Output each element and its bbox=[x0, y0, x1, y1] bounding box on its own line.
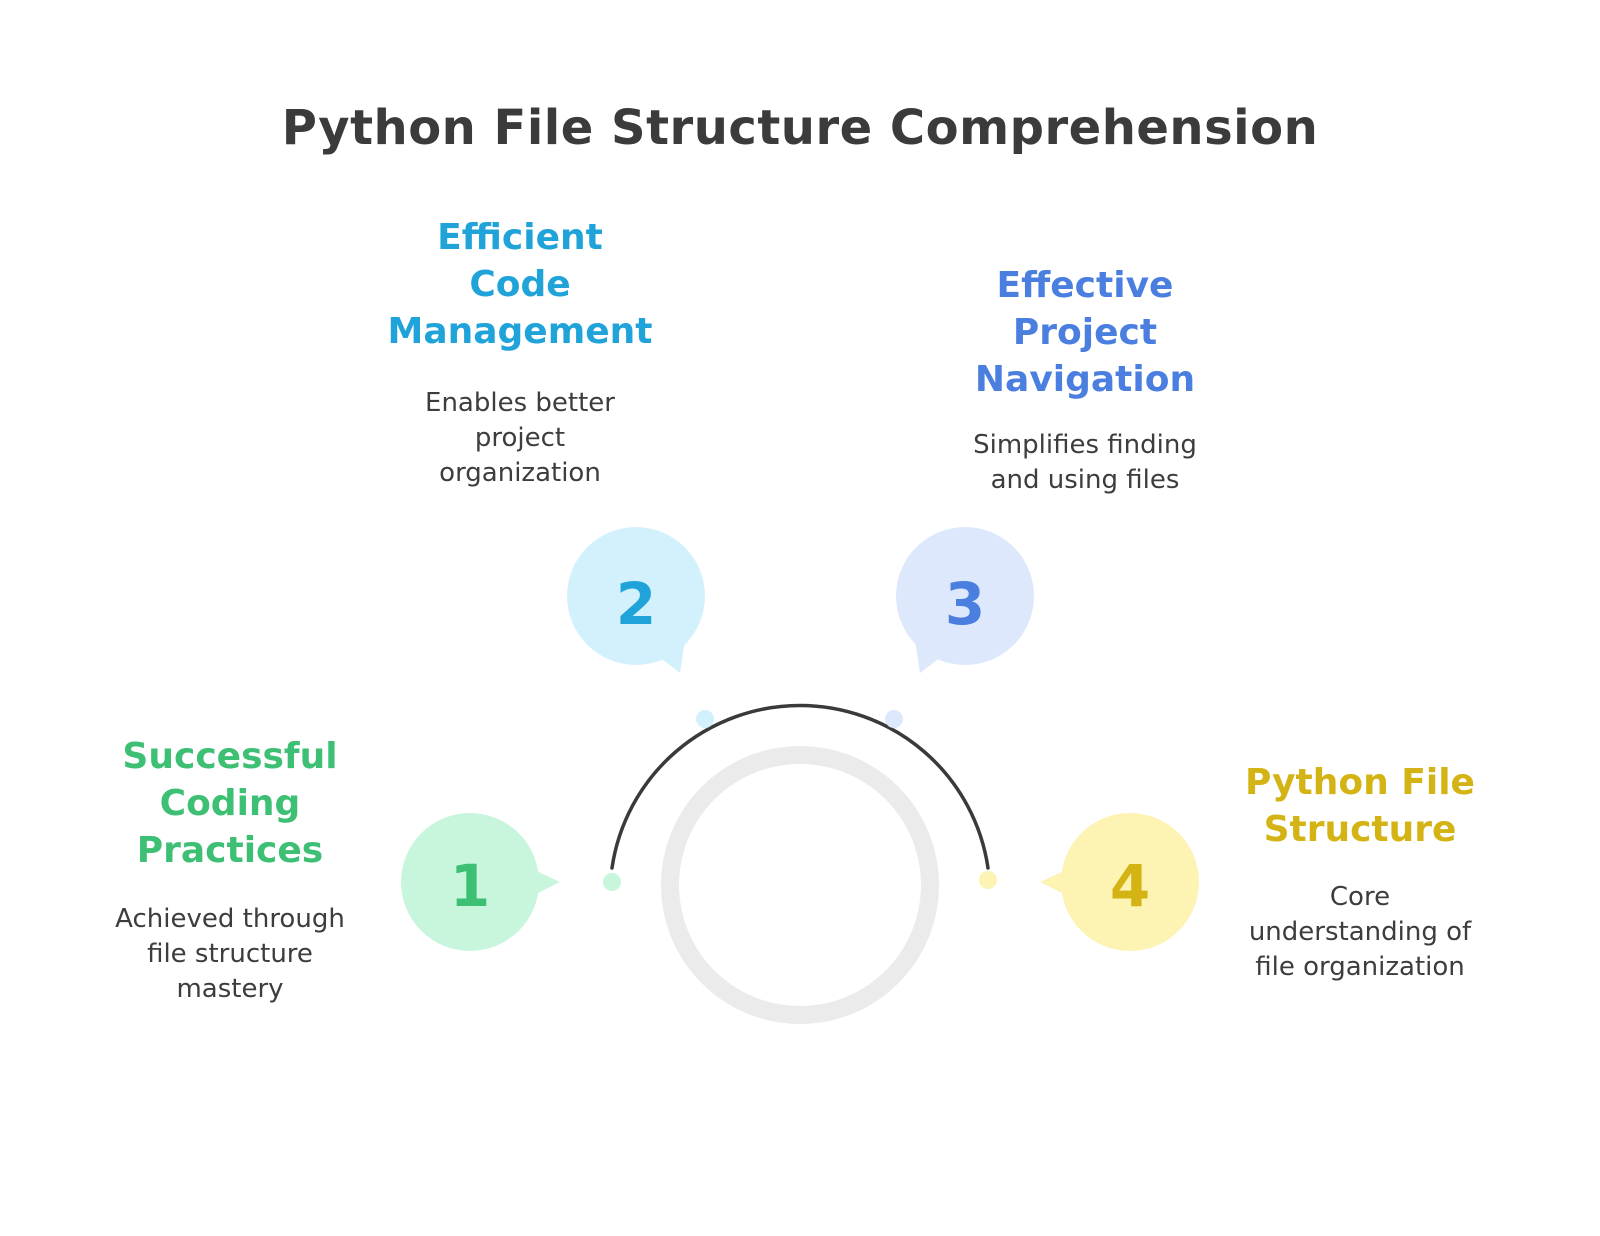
progress-arc bbox=[610, 703, 990, 870]
step-4-description: Core understanding of file organization bbox=[1248, 882, 1472, 982]
step-1-heading: Successful Coding Practices bbox=[122, 736, 338, 871]
step-4-heading: Python File Structure bbox=[1245, 762, 1475, 850]
step-1-bubble: 1 bbox=[401, 813, 560, 951]
arc-dot-2 bbox=[696, 710, 714, 728]
step-2-description: Enables better project organization bbox=[425, 388, 615, 488]
step-4-bubble: 4 bbox=[1040, 813, 1199, 951]
step-2-number: 2 bbox=[616, 570, 656, 638]
step-3-heading: Effective Project Navigation bbox=[974, 265, 1196, 400]
step-3-number: 3 bbox=[945, 570, 985, 638]
arc-dot-1 bbox=[603, 873, 621, 891]
step-4-number: 4 bbox=[1110, 852, 1150, 920]
step-1-description: Achieved through file structure mastery bbox=[115, 904, 345, 1004]
arc-dot-4 bbox=[979, 871, 997, 889]
step-3-description: Simplifies finding and using files bbox=[973, 430, 1197, 495]
arc-dot-3 bbox=[885, 710, 903, 728]
center-ring bbox=[661, 746, 939, 1024]
step-2-bubble: 2 bbox=[567, 527, 705, 673]
step-3-bubble: 3 bbox=[896, 527, 1034, 673]
step-1-number: 1 bbox=[450, 852, 490, 920]
step-2-heading: Efficient Code Management bbox=[387, 217, 653, 352]
page-title: Python File Structure Comprehension bbox=[281, 100, 1319, 156]
